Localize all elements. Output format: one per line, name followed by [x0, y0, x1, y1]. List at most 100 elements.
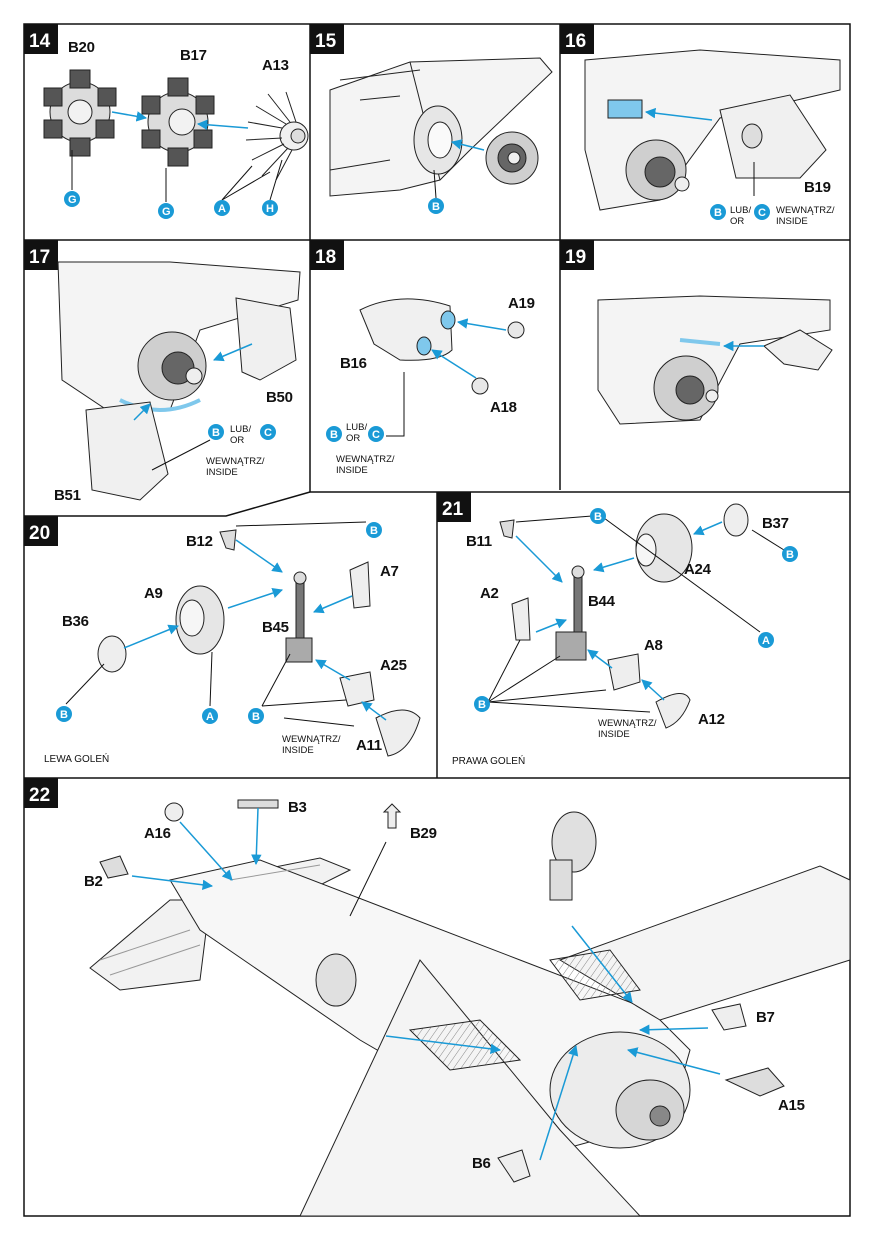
wheel-a24-drawing	[635, 513, 693, 583]
engine-19-drawing	[653, 355, 719, 421]
marker-c: C	[260, 424, 276, 440]
strut-b45-drawing	[285, 571, 313, 663]
label-b37: B37	[762, 515, 789, 532]
svg-text:H: H	[266, 203, 274, 215]
label-b16: B16	[340, 355, 367, 372]
aircraft-underside-drawing	[89, 811, 851, 1217]
step-19-number: 19	[560, 240, 594, 270]
engine-15-drawing	[485, 131, 539, 185]
label-a8: A8	[644, 637, 663, 654]
engine-16-drawing	[625, 139, 690, 201]
step-17-number: 17	[24, 240, 58, 270]
hubcap-b37-drawing	[723, 503, 749, 537]
part-b11-drawing	[499, 519, 515, 539]
engine-b20-drawing	[43, 69, 117, 157]
step-19-panel	[597, 295, 833, 425]
step-17-panel: B50 B51 B LUB/OR C WEWNĄTRZ/INSIDE	[54, 261, 301, 504]
step-22-panel: B3 A16 B29 B2 B7 A15 B6	[84, 799, 851, 1217]
svg-text:17: 17	[29, 247, 50, 268]
door-a25-drawing	[339, 671, 375, 707]
engine-17-drawing	[119, 331, 207, 412]
label-a25: A25	[380, 657, 407, 674]
svg-text:B: B	[432, 201, 440, 213]
fuselage-nose-drawing	[329, 57, 553, 197]
step-16-panel: B19 B LUB/OR C WEWNĄTRZ/INSIDE	[584, 49, 841, 227]
door-a8-drawing	[607, 653, 641, 691]
svg-text:21: 21	[442, 499, 464, 520]
hubcap-b36-drawing	[97, 635, 127, 673]
svg-text:WEWNĄTRZ/INSIDE: WEWNĄTRZ/INSIDE	[336, 454, 395, 476]
door-a11-drawing	[375, 709, 421, 757]
svg-text:B: B	[212, 427, 220, 439]
svg-text:WEWNĄTRZ/INSIDE: WEWNĄTRZ/INSIDE	[206, 456, 265, 478]
step-numbers: 14 15 16 17 18 19 20 21 22	[24, 24, 594, 808]
marker-b-2: B	[782, 546, 798, 562]
label-b29: B29	[410, 825, 437, 842]
cowling-b19-drawing	[719, 94, 827, 179]
svg-text:G: G	[68, 194, 77, 206]
marker-g-2: G	[158, 203, 174, 219]
step-21-panel: B11 B37 A2 B44 A24 A8 A12 B B A B WEWNĄT…	[452, 503, 798, 767]
strut-b44-drawing	[555, 565, 587, 661]
label-a11: A11	[356, 737, 382, 754]
svg-text:B: B	[478, 699, 486, 711]
svg-text:22: 22	[29, 785, 50, 806]
marker-b-2: B	[56, 706, 72, 722]
marker-b-3: B	[474, 696, 490, 712]
label-a16: A16	[144, 825, 171, 842]
svg-text:WEWNĄTRZ/INSIDE: WEWNĄTRZ/INSIDE	[598, 718, 657, 740]
marker-b: B	[428, 198, 444, 214]
label-b51: B51	[54, 487, 81, 504]
door-a7-drawing	[349, 561, 371, 609]
label-b6: B6	[472, 1155, 491, 1172]
marker-c: C	[368, 426, 384, 442]
cowl-part-19-drawing	[763, 329, 833, 371]
svg-text:B: B	[252, 711, 260, 723]
small-parts-22	[99, 799, 785, 1183]
step-18-panel: A19 B16 A18 B LUB/OR C WEWNĄTRZ/INSIDE	[326, 295, 535, 476]
engine-b17-drawing	[141, 77, 215, 167]
svg-text:B: B	[370, 525, 378, 537]
cowl-panel-b50-drawing	[235, 297, 297, 381]
svg-text:A: A	[762, 635, 770, 647]
label-b11: B11	[466, 533, 492, 550]
label-a13: A13	[262, 57, 289, 74]
cowl-part-b16-drawing	[359, 298, 456, 361]
pushrods-a13-drawing	[245, 91, 309, 181]
label-b3: B3	[288, 799, 307, 816]
svg-text:16: 16	[565, 31, 586, 52]
svg-text:C: C	[372, 429, 380, 441]
label-b36: B36	[62, 613, 89, 630]
marker-b: B	[326, 426, 342, 442]
label-b20: B20	[68, 39, 95, 56]
marker-b-3: B	[248, 708, 264, 724]
svg-text:B: B	[714, 207, 722, 219]
step-18-number: 18	[310, 240, 344, 270]
svg-text:B: B	[594, 511, 602, 523]
step-21-number: 21	[437, 492, 471, 522]
label-a7: A7	[380, 563, 399, 580]
marker-h: H	[262, 200, 278, 216]
svg-text:WEWNĄTRZ/INSIDE: WEWNĄTRZ/INSIDE	[776, 205, 835, 227]
marker-c: C	[754, 204, 770, 220]
label-b50: B50	[266, 389, 293, 406]
step-15-number: 15	[310, 24, 344, 54]
label-a24: A24	[684, 561, 712, 578]
svg-text:G: G	[162, 206, 171, 218]
marker-a: A	[214, 200, 230, 216]
part-b12-drawing	[219, 529, 237, 551]
label-a19: A19	[508, 295, 535, 312]
marker-b: B	[208, 424, 224, 440]
caption-prawa-golen: PRAWA GOLEŃ	[452, 754, 525, 767]
step-16-number: 16	[560, 24, 594, 54]
marker-a: A	[758, 632, 774, 648]
part-a18-drawing	[471, 377, 489, 395]
step-14-panel: B20 B17 A13 G G A H	[43, 39, 309, 219]
step-20-panel: B12 A7 A9 B36 B45 A25 A11 B B A B WEWNĄT…	[44, 521, 421, 765]
svg-text:B: B	[60, 709, 68, 721]
label-b45: B45	[262, 619, 289, 636]
label-a12: A12	[698, 711, 725, 728]
svg-text:19: 19	[565, 247, 586, 268]
marker-b: B	[710, 204, 726, 220]
